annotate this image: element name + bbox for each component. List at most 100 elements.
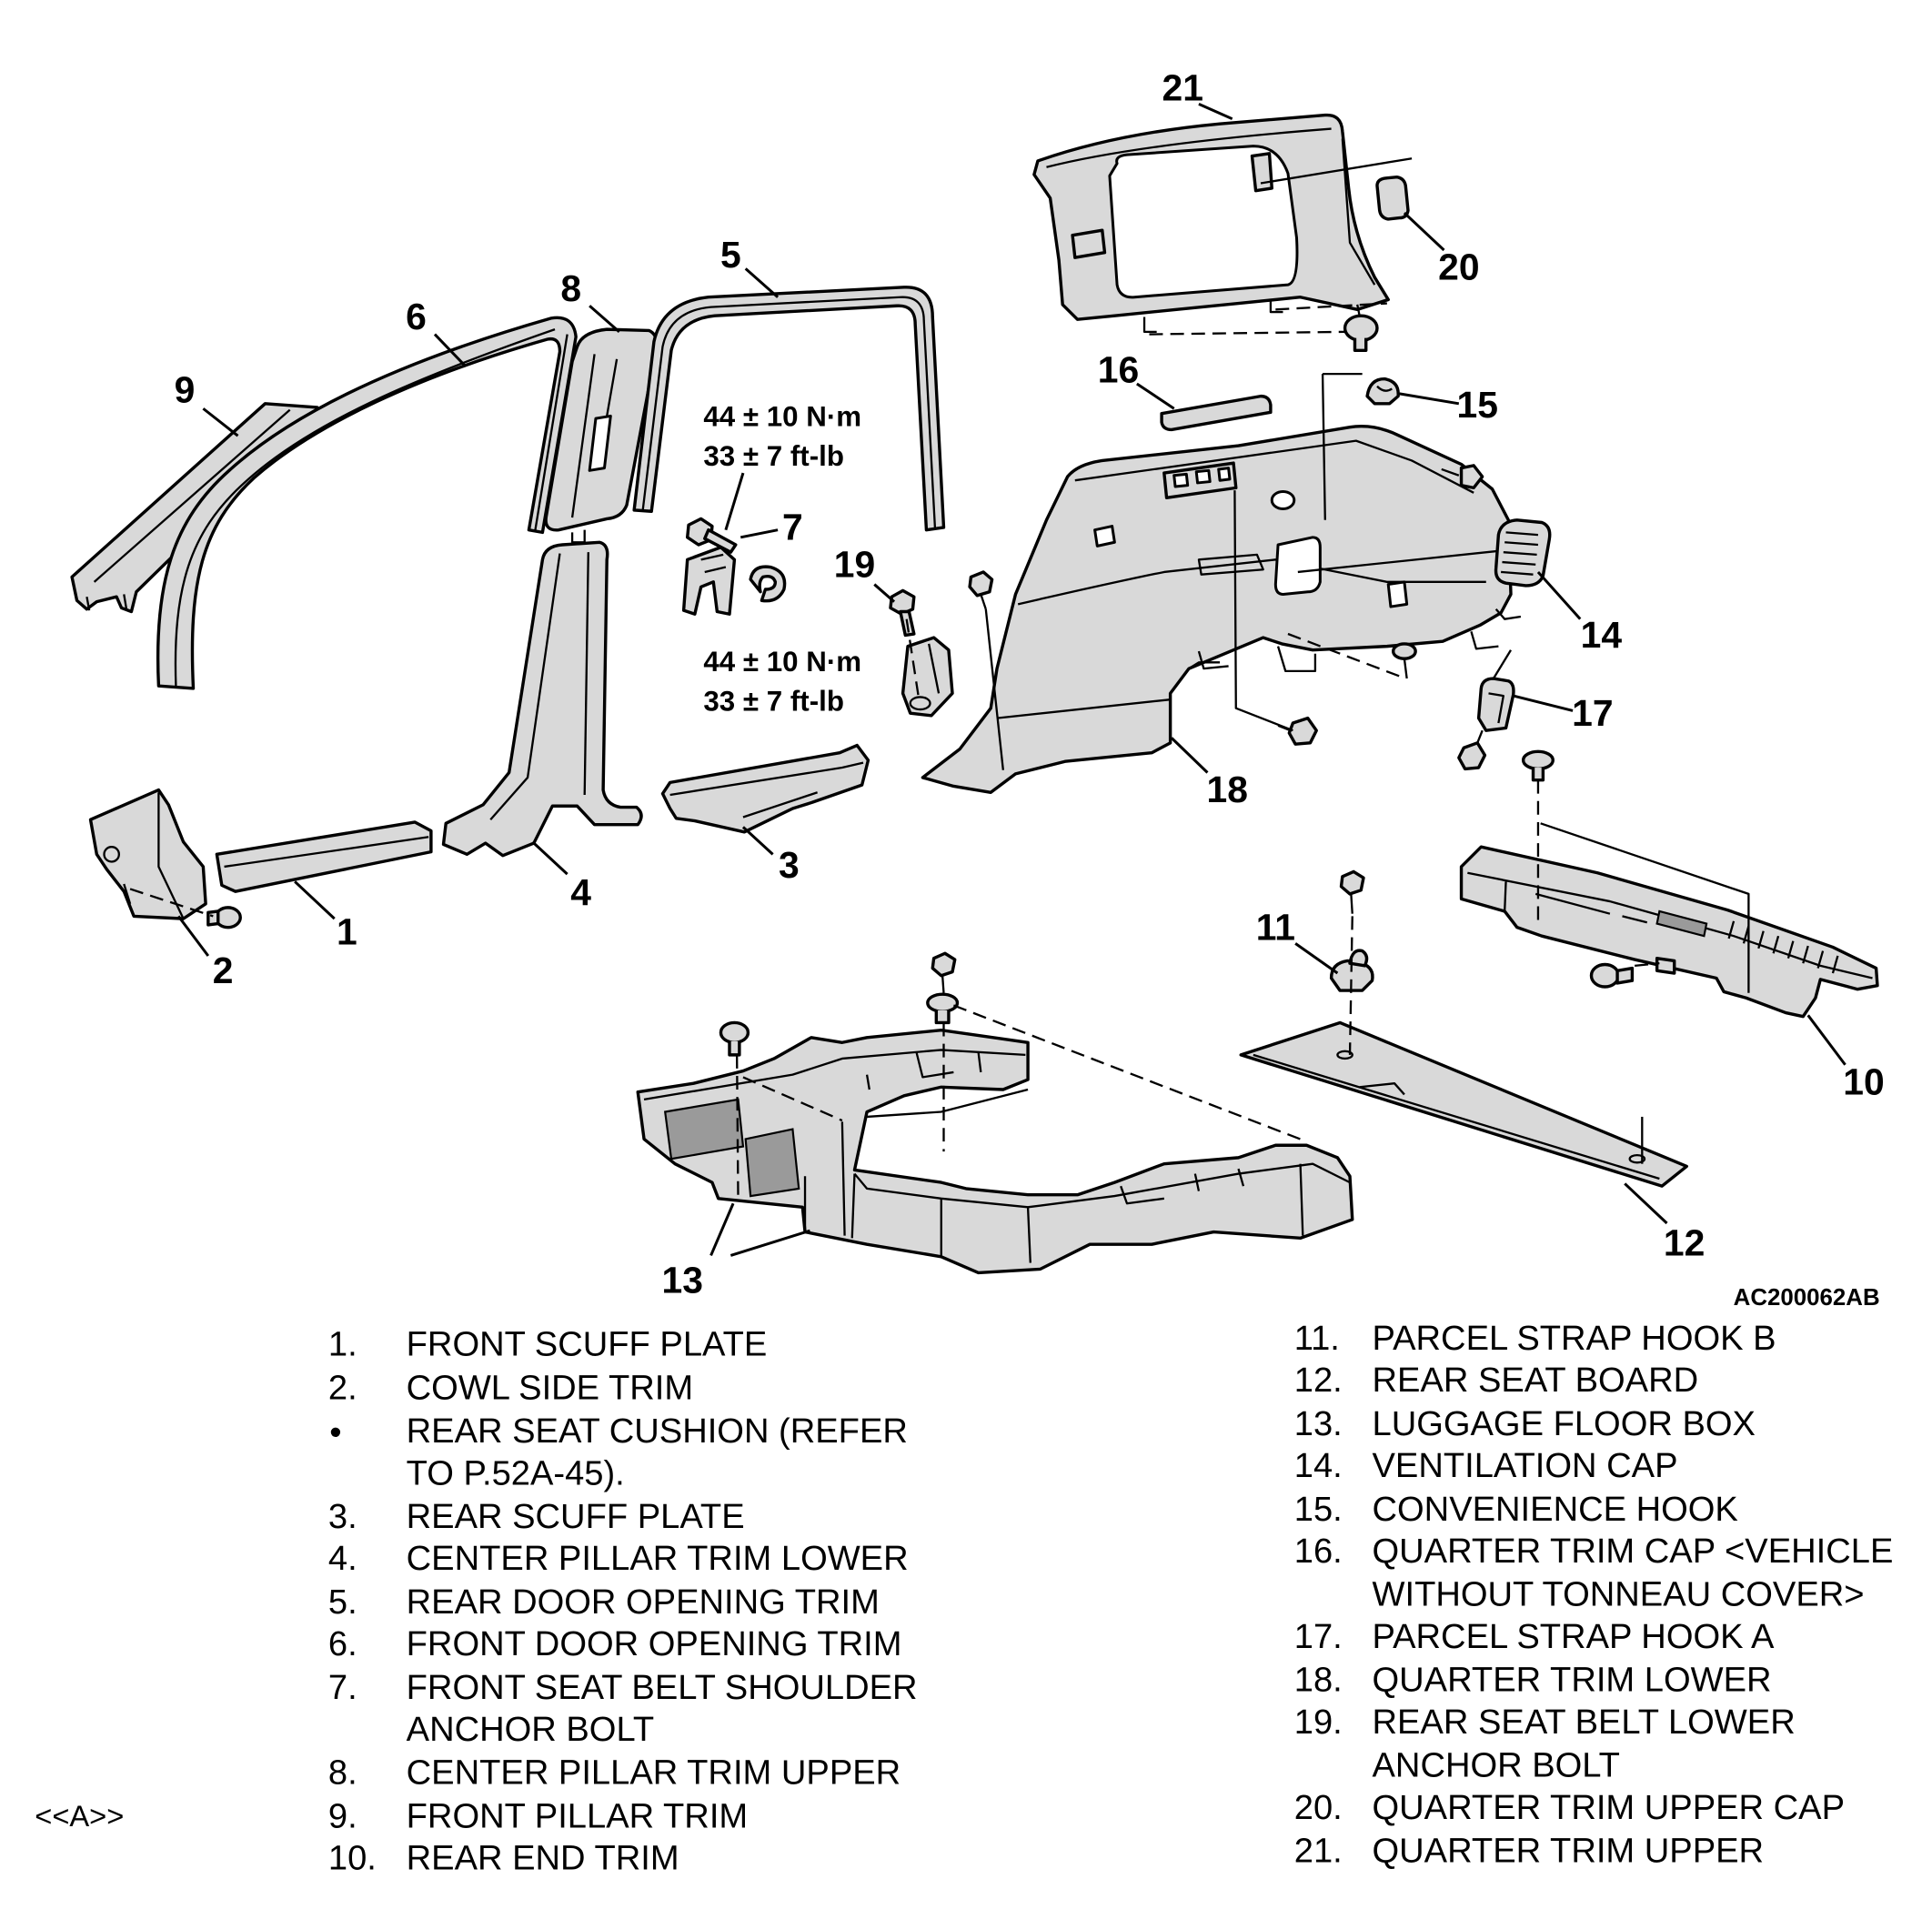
legend-number: 11.	[1294, 1320, 1340, 1358]
part-13-luggage-floor-box	[636, 1028, 1354, 1275]
callout-8: 8	[560, 267, 581, 309]
callout-11: 11	[1256, 906, 1295, 948]
legend-text: CENTER PILLAR TRIM LOWER	[407, 1540, 909, 1578]
legend-number: 12.	[1294, 1361, 1343, 1400]
callout-18: 18	[1207, 769, 1248, 810]
dashed-guide-lines	[129, 302, 1660, 1199]
legend-text: REAR SCUFF PLATE	[407, 1498, 745, 1536]
legend-text: WITHOUT TONNEAU COVER>	[1373, 1576, 1865, 1614]
legend-text: FRONT SEAT BELT SHOULDER	[407, 1669, 918, 1707]
legend-text: ANCHOR BOLT	[1373, 1747, 1620, 1785]
legend-text: ANCHOR BOLT	[407, 1711, 654, 1749]
clip-fastener	[1391, 642, 1417, 679]
callout-1: 1	[337, 911, 357, 953]
legend-number: 6.	[328, 1625, 357, 1663]
part-11-parcel-strap-hook-b	[1329, 949, 1374, 992]
callout-19: 19	[834, 543, 875, 585]
screw-fastener	[1457, 729, 1487, 771]
legend-bullet: •	[329, 1413, 341, 1452]
legend-text: TO P.52A-45).	[407, 1454, 625, 1492]
part-6-front-door-opening-trim	[156, 316, 578, 690]
screw-fastener	[931, 951, 957, 993]
torque-metric: 44 ± 10 N·m	[703, 646, 861, 678]
callout-3: 3	[779, 844, 800, 886]
legend-number: 1.	[328, 1326, 357, 1364]
legend-text: FRONT SCUFF PLATE	[407, 1326, 768, 1364]
legend-number: 14.	[1294, 1447, 1343, 1485]
legend-number: 18.	[1294, 1662, 1343, 1700]
legend-number: 19.	[1294, 1703, 1343, 1742]
legend-text: FRONT PILLAR TRIM	[407, 1797, 749, 1835]
legend-number: 10.	[328, 1840, 377, 1878]
push-clip	[719, 1020, 750, 1057]
push-clip	[1521, 749, 1555, 782]
torque-spec-lower-bolt: 44 ± 10 N·m 33 ± 7 ft-lb	[703, 646, 861, 718]
callout-5: 5	[720, 234, 741, 276]
part-16-quarter-trim-cap	[1160, 394, 1273, 432]
torque-spec-shoulder-bolt: 44 ± 10 N·m 33 ± 7 ft-lb	[703, 400, 861, 472]
part-19-rear-seat-belt-lower-anchor-bolt	[889, 588, 916, 638]
callout-15: 15	[1457, 384, 1498, 426]
seat-belt-anchor-bracket	[681, 546, 787, 616]
callout-4: 4	[570, 871, 591, 913]
legend-number: 5.	[328, 1583, 357, 1622]
callout-2: 2	[213, 949, 234, 991]
callout-20: 20	[1438, 246, 1479, 288]
legend-text: CENTER PILLAR TRIM UPPER	[407, 1754, 901, 1793]
screw-fastener	[1441, 464, 1484, 490]
legend-number: 2.	[328, 1369, 357, 1407]
leader-lines	[176, 102, 1846, 1257]
legend-text: CONVENIENCE HOOK	[1373, 1491, 1738, 1529]
legend-text: REAR SEAT BOARD	[1373, 1361, 1699, 1400]
part-12-rear-seat-board	[1239, 1020, 1689, 1188]
screw-fastener	[1339, 869, 1365, 914]
figure-id: AC200062AB	[1734, 1285, 1880, 1311]
legend-text: PARCEL STRAP HOOK B	[1373, 1320, 1776, 1358]
part-10-rear-end-trim	[1459, 845, 1879, 1019]
clip-fastener	[1277, 716, 1318, 746]
legend-number: 7.	[328, 1669, 357, 1707]
legend-number: 8.	[328, 1754, 357, 1793]
legend-text: COWL SIDE TRIM	[407, 1369, 693, 1407]
torque-imperial: 33 ± 7 ft-lb	[703, 685, 844, 717]
legend-text: QUARTER TRIM CAP <VEHICLE	[1373, 1532, 1894, 1571]
legend-text: REAR SEAT CUSHION (REFER	[407, 1412, 908, 1451]
section-marker: <<A>>	[35, 1799, 124, 1833]
callout-9: 9	[175, 368, 196, 410]
legend-text: LUGGAGE FLOOR BOX	[1373, 1405, 1756, 1443]
legend-text: QUARTER TRIM LOWER	[1373, 1662, 1772, 1700]
legend-left: 1. FRONT SCUFF PLATE 2. COWL SIDE TRIM •…	[328, 1326, 918, 1878]
callout-7: 7	[782, 507, 803, 548]
legend-text: REAR DOOR OPENING TRIM	[407, 1583, 880, 1622]
part-7-front-seat-belt-shoulder-anchor-bolt	[685, 517, 738, 554]
part-2-cowl-side-trim	[88, 788, 207, 920]
legend-number: 15.	[1294, 1491, 1343, 1529]
part-21-quarter-trim-upper	[1032, 113, 1390, 334]
legend-text: QUARTER TRIM UPPER CAP	[1373, 1789, 1846, 1827]
clip-bracket	[1655, 956, 1676, 975]
callout-16: 16	[1098, 349, 1139, 391]
part-5-rear-door-opening-trim	[632, 286, 946, 532]
callout-10: 10	[1843, 1060, 1884, 1102]
legend-text: QUARTER TRIM UPPER	[1373, 1832, 1765, 1870]
seat-belt-lower-anchor-plate	[901, 636, 954, 718]
part-4-center-pillar-trim-lower	[441, 540, 643, 858]
legend-right: 11. PARCEL STRAP HOOK B 12. REAR SEAT BO…	[1294, 1320, 1894, 1871]
solid-guide-lines	[840, 157, 1750, 1236]
legend-number: 9.	[328, 1797, 357, 1835]
push-clip-cowl	[206, 906, 242, 929]
screw-fastener	[968, 570, 994, 610]
callout-13: 13	[662, 1259, 703, 1301]
legend-text: REAR SEAT BELT LOWER	[1373, 1703, 1796, 1742]
callout-12: 12	[1664, 1221, 1705, 1263]
legend-number: 13.	[1294, 1405, 1343, 1443]
callout-21: 21	[1162, 66, 1203, 108]
callout-14: 14	[1581, 614, 1623, 656]
legend-text: VENTILATION CAP	[1373, 1447, 1678, 1485]
part-3-rear-scuff-plate	[660, 743, 870, 834]
legend-number: 16.	[1294, 1532, 1343, 1571]
callout-labels: 1 2 3 4 5 6 7 8 9 10 11 12 13 14 15 16 1…	[175, 66, 1885, 1301]
part-18-quarter-trim-lower	[921, 425, 1522, 794]
legend-number: 3.	[328, 1498, 357, 1536]
